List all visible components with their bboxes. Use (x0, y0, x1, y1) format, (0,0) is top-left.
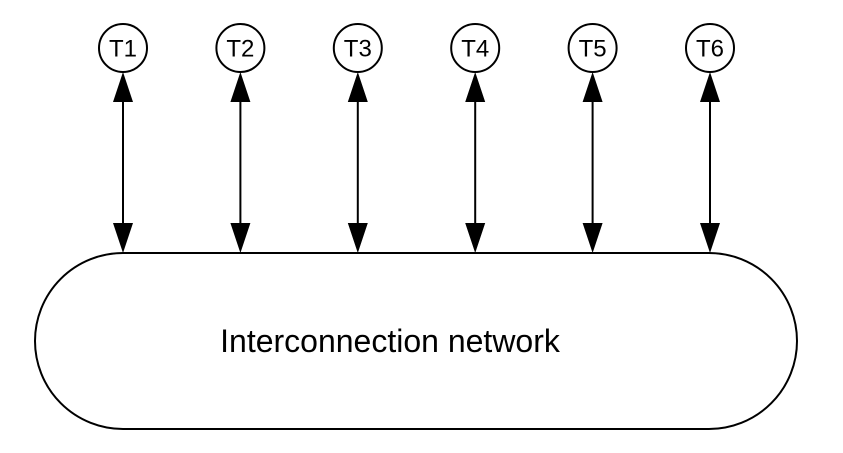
terminal-node-t6: T6 (685, 23, 735, 73)
terminal-circle (98, 23, 148, 73)
arrow-up-icon (700, 72, 720, 102)
terminal-circle (332, 23, 383, 73)
terminal-node-t5: T5 (567, 23, 618, 73)
arrow-up-icon (465, 72, 486, 102)
arrow-down-icon (230, 223, 251, 253)
network-label: Interconnection network (220, 323, 561, 359)
terminal-label: T4 (461, 36, 489, 63)
links-layer (113, 72, 720, 253)
link-t3-network (347, 72, 368, 253)
network-box (34, 252, 798, 430)
terminal-node-t3: T3 (332, 23, 383, 73)
terminal-node-t2: T2 (215, 23, 266, 73)
terminal-circle (685, 23, 735, 73)
link-t2-network (230, 72, 251, 253)
arrow-up-icon (582, 72, 603, 102)
terminals-layer: T1 T2 T3 T4 T5 T6 (98, 23, 735, 73)
terminal-label: T5 (579, 36, 607, 63)
arrow-up-icon (113, 72, 133, 102)
link-t4-network (465, 72, 486, 253)
arrow-up-icon (347, 72, 368, 102)
network-node: Interconnection network (34, 252, 798, 430)
terminal-label: T2 (226, 36, 254, 63)
link-t6-network (700, 72, 720, 253)
arrow-down-icon (113, 223, 133, 253)
terminal-label: T1 (109, 36, 137, 63)
link-t5-network (582, 72, 603, 253)
terminal-circle (215, 23, 266, 73)
arrow-down-icon (347, 223, 368, 253)
terminal-circle (450, 23, 501, 73)
terminal-label: T3 (344, 36, 372, 63)
arrow-down-icon (465, 223, 486, 253)
terminal-node-t4: T4 (450, 23, 501, 73)
terminal-circle (567, 23, 618, 73)
arrow-up-icon (230, 72, 251, 102)
arrow-down-icon (582, 223, 603, 253)
link-t1-network (113, 72, 133, 253)
terminal-node-t1: T1 (98, 23, 148, 73)
arrow-down-icon (700, 223, 720, 253)
terminal-label: T6 (696, 36, 724, 63)
